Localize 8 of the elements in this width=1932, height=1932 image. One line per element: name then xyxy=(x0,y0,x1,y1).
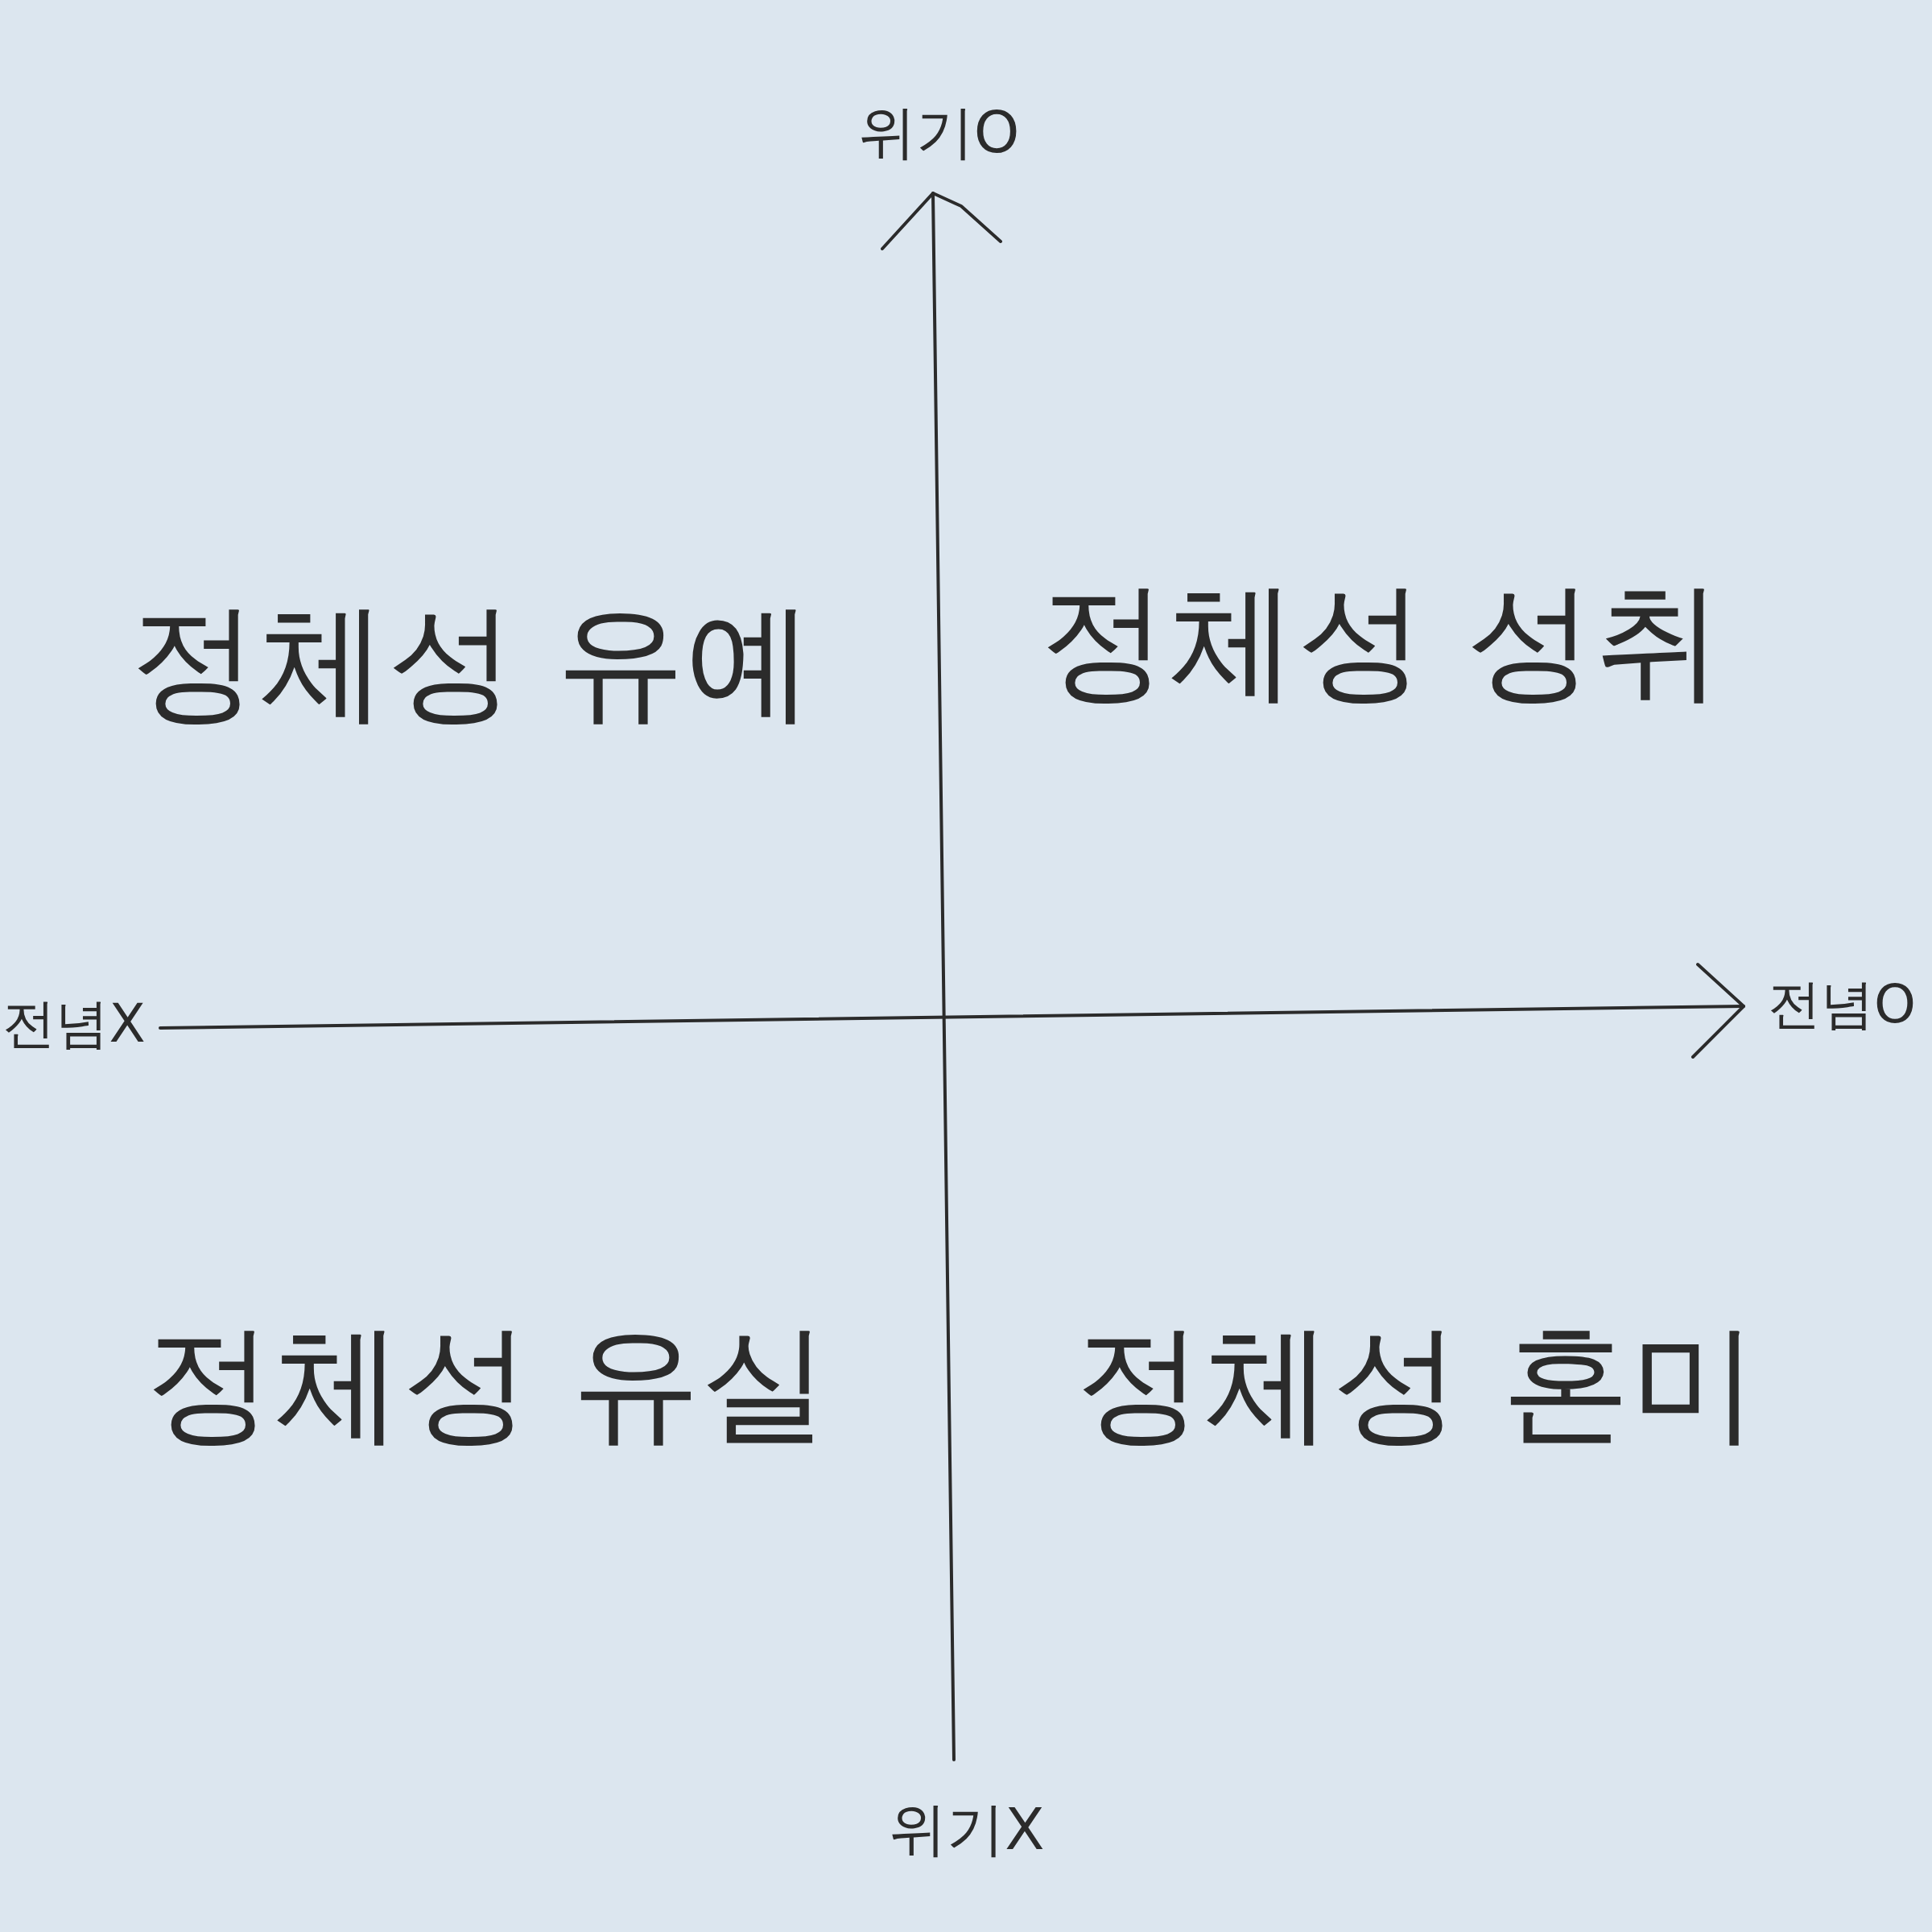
axis-label: 위기X xyxy=(889,1798,1045,1862)
axis-label: 전념X xyxy=(2,994,146,1054)
axis-label: 전념O xyxy=(1768,975,1916,1034)
quadrant-label: 정체성 유실 xyxy=(144,1312,830,1454)
quadrant-label: 정체성 혼미 xyxy=(1074,1312,1760,1454)
axis-label: 위기O xyxy=(857,101,1020,165)
quadrant-label: 정체성 유예 xyxy=(129,591,815,733)
quadrant-label: 정체성 성취 xyxy=(1038,570,1724,712)
